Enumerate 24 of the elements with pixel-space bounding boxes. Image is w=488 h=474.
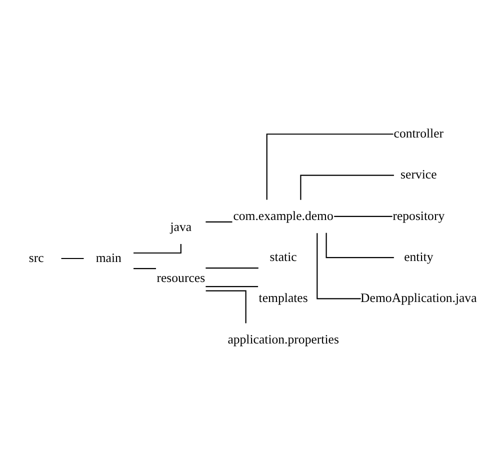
node-text: static	[270, 250, 297, 264]
node-text: java	[170, 220, 192, 234]
node-text: service	[400, 168, 437, 182]
node-text: com.example.demo	[233, 208, 334, 223]
node-text: controller	[394, 126, 444, 141]
node-text: DemoApplication.java	[360, 291, 477, 306]
connector	[206, 290, 246, 324]
connector	[326, 232, 394, 258]
connector	[300, 174, 394, 200]
connector	[206, 268, 258, 269]
node-text: resources	[156, 270, 206, 285]
node-text: main	[96, 250, 122, 265]
node-text: application.properties	[228, 332, 339, 346]
connector	[316, 233, 361, 300]
connector	[206, 221, 232, 222]
connector	[134, 268, 156, 270]
node-text: src	[28, 250, 44, 265]
node-text: repository	[392, 208, 445, 223]
connector	[334, 216, 392, 217]
connector	[266, 134, 394, 200]
connector	[206, 286, 258, 288]
node-text: templates	[258, 291, 308, 306]
node-text: entity	[404, 250, 434, 264]
connector	[61, 258, 84, 260]
